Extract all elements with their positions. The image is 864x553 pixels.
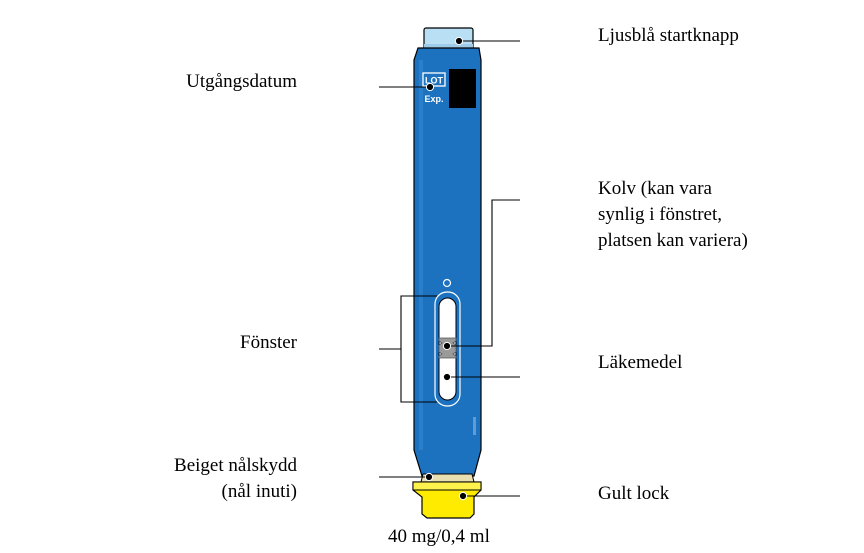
black-label-box [449,69,476,108]
label-plunger-2: synlig i fönstret, [598,204,723,225]
expiry-label-area: LOT Exp. [422,69,476,108]
label-window: Fönster [240,332,297,353]
label-expiry-date: Utgångsdatum [186,71,297,92]
label-plunger-3: platsen kan variera) [598,230,748,251]
label-needle-cover-1: Beiget nålskydd [174,455,297,476]
label-start-button: Ljusblå startknapp [598,25,739,46]
label-needle-cover-2: (nål inuti) [221,481,297,502]
yellow-cap [412,481,482,519]
label-yellow-cap: Gult lock [598,483,670,504]
pen-body [413,47,482,477]
label-plunger-1: Kolv (kan vara [598,178,712,199]
window-indicator-dot [442,278,452,288]
label-medicine: Läkemedel [598,352,683,373]
lot-text: LOT [425,76,443,86]
start-button [423,27,474,51]
leader-dots [424,36,468,501]
label-dose: 40 mg/0,4 ml [388,526,490,547]
leader-lines [379,40,520,497]
exp-text: Exp. [424,94,443,104]
